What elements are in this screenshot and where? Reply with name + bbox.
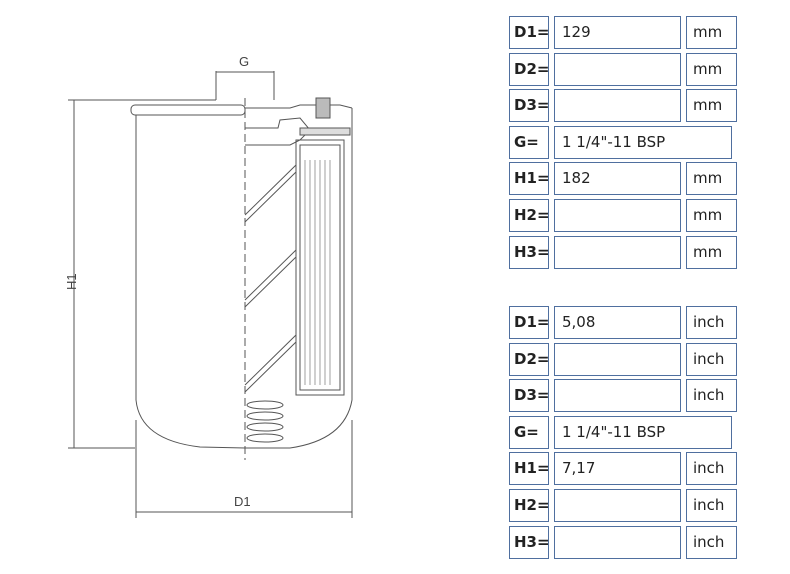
dimension-label: D1= <box>509 306 549 339</box>
dimension-label: H1= <box>509 162 550 196</box>
dimension-label: D2= <box>509 52 549 86</box>
dimension-value: 7,17 <box>554 452 681 486</box>
dimension-value: 182 <box>554 162 681 196</box>
dimension-value <box>554 235 681 269</box>
dimension-unit: inch <box>686 525 737 559</box>
dimension-label: D1= <box>509 16 549 49</box>
dimension-value <box>554 89 681 123</box>
dimension-label: G= <box>509 415 549 449</box>
dimension-label: D3= <box>509 89 549 123</box>
dimension-value: 1 1/4"-11 BSP <box>554 415 732 449</box>
g-dimension: G <box>215 54 275 100</box>
filter-body <box>130 97 353 460</box>
dimension-unit: mm <box>686 16 737 49</box>
dimension-label: H3= <box>509 525 550 559</box>
dimension-label: H2= <box>509 199 550 232</box>
dimension-unit: mm <box>686 162 737 196</box>
dimension-unit: mm <box>686 52 737 86</box>
h1-label: H1 <box>64 273 79 290</box>
dimension-label: H3= <box>509 235 550 269</box>
dimension-label: D2= <box>509 342 549 376</box>
dimension-value: 129 <box>554 16 681 49</box>
dimension-value: 5,08 <box>554 306 681 339</box>
d1-label: D1 <box>234 494 251 509</box>
g-label: G <box>239 54 249 69</box>
filter-technical-drawing: G H1 D1 <box>64 54 353 518</box>
dimension-label: H2= <box>509 489 550 522</box>
dimension-value <box>554 525 681 559</box>
dimension-label: H1= <box>509 452 550 486</box>
dimension-label: D3= <box>509 379 549 413</box>
h1-dimension: H1 <box>64 99 216 449</box>
dimension-value <box>554 52 681 86</box>
dimension-value <box>554 342 681 376</box>
dimension-value: 1 1/4"-11 BSP <box>554 125 732 159</box>
dimension-unit: inch <box>686 489 737 522</box>
dimension-unit: inch <box>686 379 737 413</box>
dimension-label: G= <box>509 125 549 159</box>
d1-dimension: D1 <box>135 420 353 518</box>
dimension-value <box>554 489 681 522</box>
dimension-unit: mm <box>686 235 737 269</box>
dimension-value <box>554 199 681 232</box>
dimension-unit: inch <box>686 452 737 486</box>
dimension-unit: mm <box>686 89 737 123</box>
dimension-unit: inch <box>686 306 737 339</box>
dimension-value <box>554 379 681 413</box>
dimension-unit: inch <box>686 342 737 376</box>
dimension-unit: mm <box>686 199 737 232</box>
